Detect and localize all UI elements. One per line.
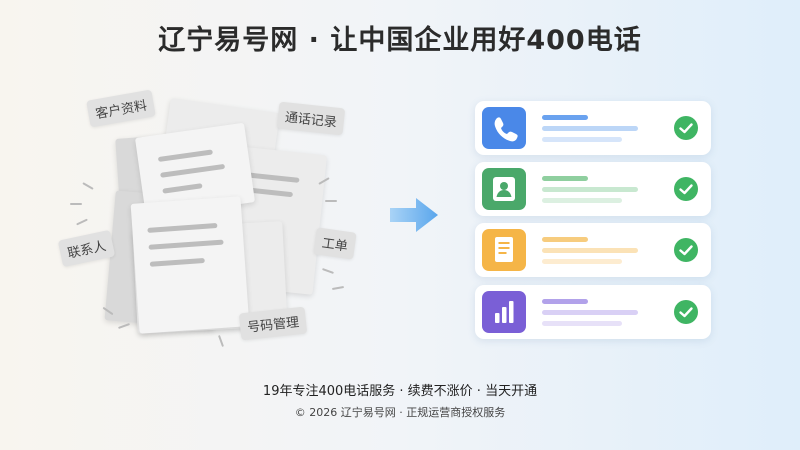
- panel-contacts: [475, 162, 711, 216]
- panel-documents: [475, 223, 711, 277]
- check-circle-icon: [674, 116, 698, 140]
- tag-number-management: 号码管理: [238, 306, 308, 341]
- panel-analytics: [475, 285, 711, 339]
- tag-contacts: 联系人: [57, 229, 116, 268]
- tag-call-records: 通话记录: [276, 101, 346, 136]
- check-circle-icon: [674, 177, 698, 201]
- paper-sheet: [130, 196, 250, 334]
- arrow-right-icon: [390, 198, 438, 232]
- document-icon: [482, 229, 526, 271]
- copyright-notice: © 2026 辽宁易号网 · 正规运营商授权服务: [294, 406, 506, 419]
- contact-icon: [482, 168, 526, 210]
- check-circle-icon: [674, 300, 698, 324]
- paper-pile-illustration: 客户资料 通话记录 联系人 工单 号码管理: [40, 85, 380, 355]
- check-circle-icon: [674, 238, 698, 262]
- bar-chart-icon: [482, 291, 526, 333]
- tag-customer-info: 客户资料: [86, 89, 156, 128]
- phone-icon: [482, 107, 526, 149]
- panel-calls: [475, 101, 711, 155]
- page-title: 辽宁易号网 · 让中国企业用好400电话: [158, 25, 642, 56]
- tag-work-order: 工单: [313, 227, 357, 260]
- service-tagline: 19年专注400电话服务 · 续费不涨价 · 当天开通: [262, 384, 538, 399]
